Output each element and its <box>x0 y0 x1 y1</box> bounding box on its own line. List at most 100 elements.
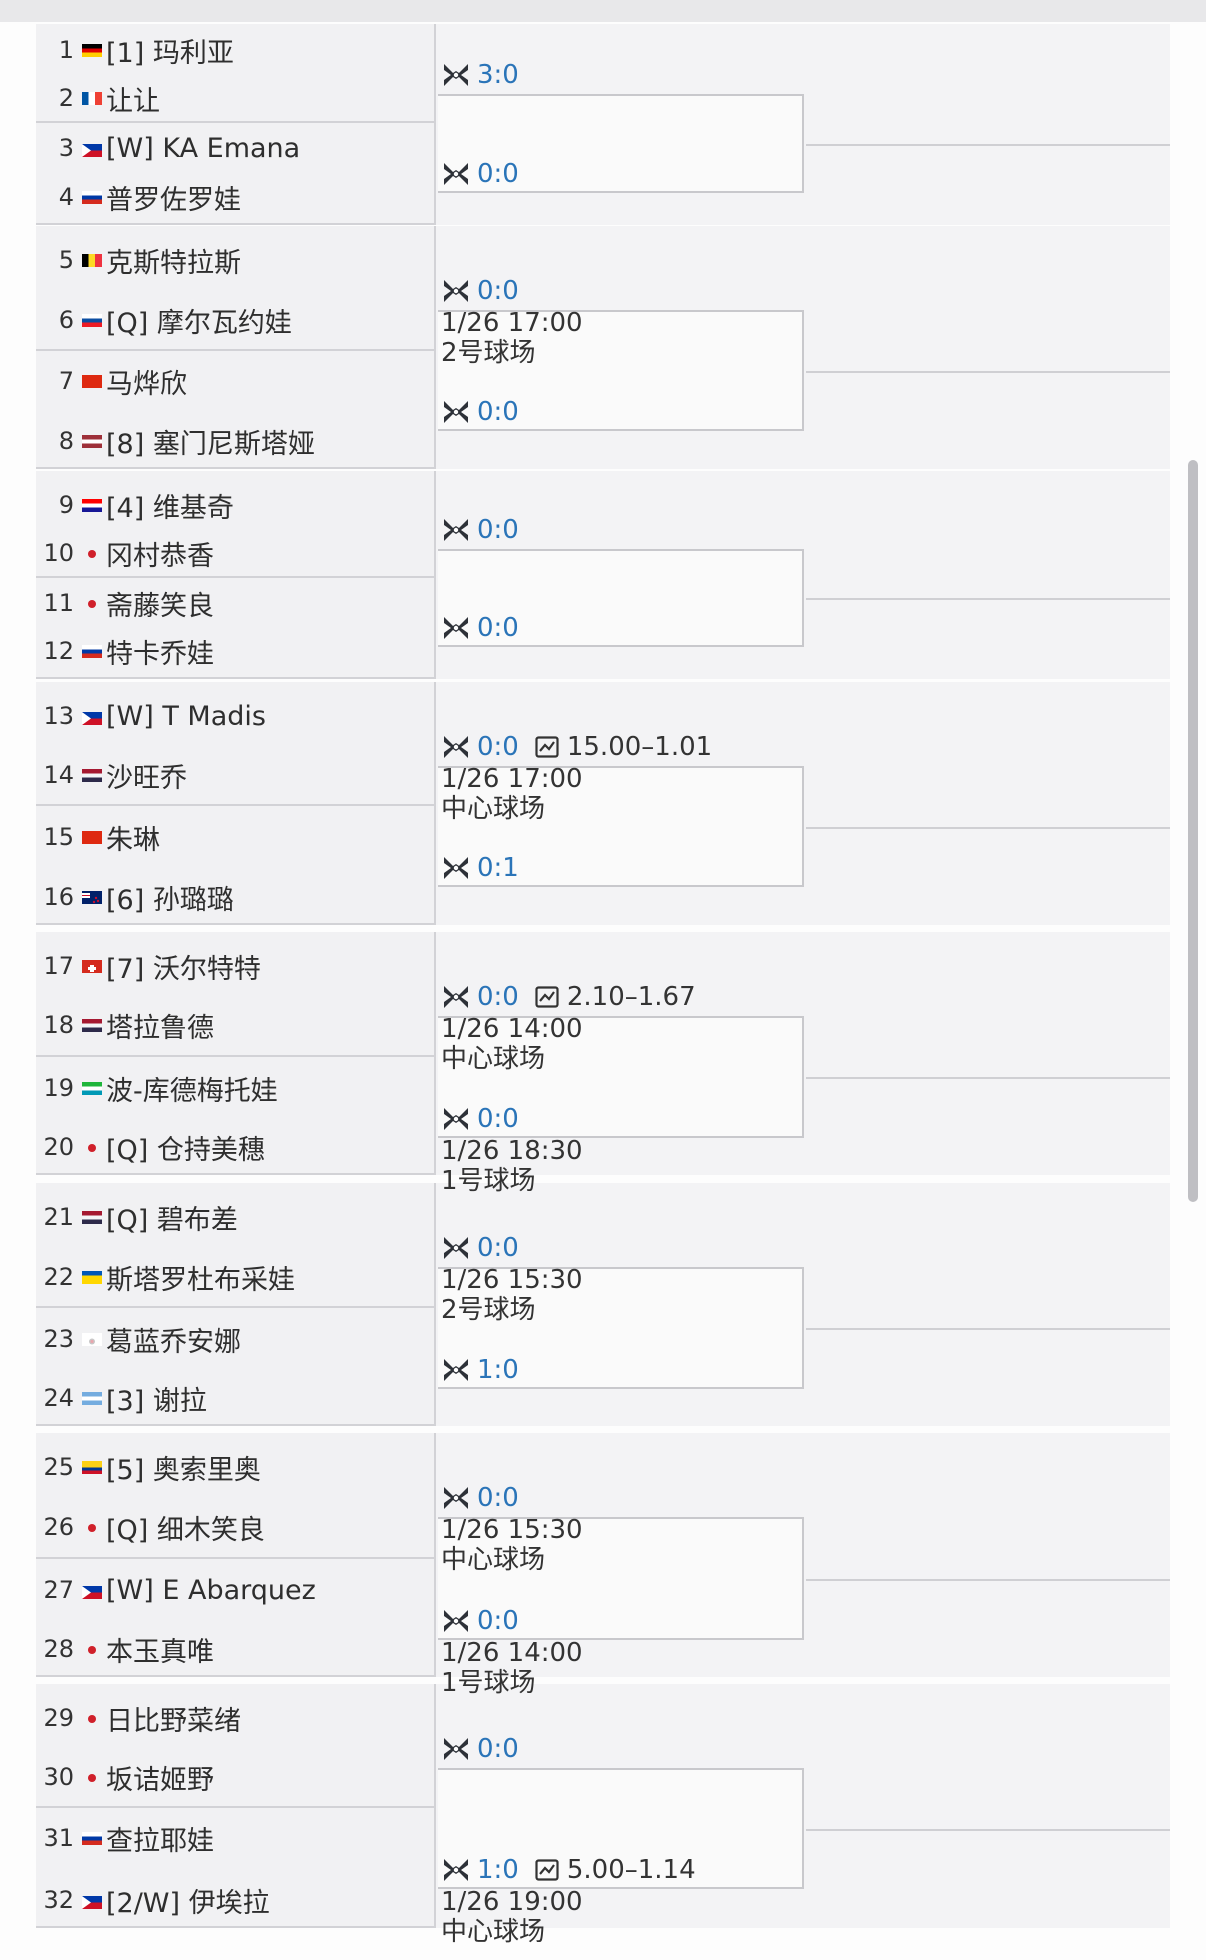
player-name[interactable]: 查拉耶娃 <box>106 1825 214 1857</box>
player-name[interactable]: [3] 谢拉 <box>106 1385 207 1417</box>
trend-chart-icon[interactable] <box>535 736 559 758</box>
player-name[interactable]: [Q] 摩尔瓦约娃 <box>106 307 292 339</box>
player-name[interactable]: [7] 沃尔特特 <box>106 953 261 985</box>
player-row[interactable]: 24[3] 谢拉 <box>36 1378 436 1418</box>
match-info[interactable]: 0:0 <box>441 395 861 429</box>
trend-chart-icon[interactable] <box>535 1859 559 1881</box>
player-name[interactable]: 马烨欣 <box>106 368 187 400</box>
match-info[interactable]: 0:0 <box>441 611 861 645</box>
player-row[interactable]: 17[7] 沃尔特特 <box>36 946 436 986</box>
scrollbar[interactable] <box>1188 460 1198 1202</box>
match-odds[interactable]: 2.10–1.67 <box>566 982 696 1012</box>
player-name[interactable]: [6] 孙璐璐 <box>106 884 234 916</box>
player-name[interactable]: 波-库德梅托娃 <box>106 1075 278 1107</box>
player-name[interactable]: [W] E Abarquez <box>106 1574 316 1606</box>
player-name[interactable]: [Q] 细木笑良 <box>106 1514 265 1546</box>
player-name[interactable]: [W] T Madis <box>106 700 266 732</box>
match-score[interactable]: 0:0 <box>477 732 519 762</box>
player-row[interactable]: 26[Q] 细木笑良 <box>36 1507 436 1547</box>
player-name[interactable]: 冈村恭香 <box>106 540 214 572</box>
player-name[interactable]: 沙旺乔 <box>106 762 187 794</box>
player-name[interactable]: 斋藤笑良 <box>106 590 214 622</box>
match-score[interactable]: 0:0 <box>477 1606 519 1636</box>
player-name[interactable]: 日比野菜绪 <box>106 1705 241 1737</box>
match-info[interactable]: 0:0 <box>441 157 861 191</box>
player-name[interactable]: [W] KA Emana <box>106 132 301 164</box>
player-name[interactable]: [1] 玛利亚 <box>106 37 234 69</box>
match-info[interactable]: 3:0 <box>441 58 861 92</box>
player-row[interactable]: 1[1] 玛利亚 <box>36 30 436 70</box>
player-name[interactable]: 本玉真唯 <box>106 1636 214 1668</box>
player-name[interactable]: 让让 <box>106 85 160 117</box>
player-name[interactable]: [2/W] 伊埃拉 <box>106 1887 270 1919</box>
player-name[interactable]: [4] 维基奇 <box>106 492 234 524</box>
player-name[interactable]: 坂诘姬野 <box>106 1764 214 1796</box>
match-odds[interactable]: 15.00–1.01 <box>566 732 713 762</box>
player-name[interactable]: [8] 塞门尼斯塔娅 <box>106 428 315 460</box>
player-row[interactable]: 16[6] 孙璐璐 <box>36 877 436 917</box>
match-info[interactable]: 1:0 <box>441 1353 861 1387</box>
player-row[interactable]: 13[W] T Madis <box>36 696 436 736</box>
match-score[interactable]: 0:0 <box>477 515 519 545</box>
match-score[interactable]: 0:0 <box>477 982 519 1012</box>
player-row[interactable]: 3[W] KA Emana <box>36 128 436 168</box>
player-name[interactable]: 斯塔罗杜布采娃 <box>106 1264 295 1296</box>
match-info[interactable]: 0:0 <box>441 1732 861 1766</box>
player-name[interactable]: 克斯特拉斯 <box>106 247 241 279</box>
player-row[interactable]: 21[Q] 碧布差 <box>36 1197 436 1237</box>
player-name[interactable]: 普罗佐罗娃 <box>106 184 241 216</box>
trend-chart-icon[interactable] <box>535 986 559 1008</box>
match-score[interactable]: 0:1 <box>477 853 519 883</box>
match-info[interactable]: 0:0 <box>441 513 861 547</box>
match-score[interactable]: 0:0 <box>477 1483 519 1513</box>
match-score[interactable]: 0:0 <box>477 613 519 643</box>
player-name[interactable]: 葛蓝乔安娜 <box>106 1326 241 1358</box>
match-score[interactable]: 0:0 <box>477 276 519 306</box>
player-name[interactable]: 特卡乔娃 <box>106 638 214 670</box>
player-row[interactable]: 6[Q] 摩尔瓦约娃 <box>36 300 436 340</box>
match-score[interactable]: 1:0 <box>477 1355 519 1385</box>
player-name[interactable]: [Q] 仓持美穗 <box>106 1134 265 1166</box>
player-row[interactable]: 20[Q] 仓持美穗 <box>36 1127 436 1167</box>
match-score[interactable]: 3:0 <box>477 60 519 90</box>
player-row[interactable]: 32[2/W] 伊埃拉 <box>36 1880 436 1920</box>
match-info[interactable]: 0:1 <box>441 851 861 885</box>
match-odds[interactable]: 5.00–1.14 <box>566 1855 696 1885</box>
player-row[interactable]: 8[8] 塞门尼斯塔娅 <box>36 421 436 461</box>
player-name[interactable]: 朱琳 <box>106 824 160 856</box>
player-name[interactable]: [Q] 碧布差 <box>106 1204 238 1236</box>
player-name[interactable]: 塔拉鲁德 <box>106 1012 214 1044</box>
match-score[interactable]: 0:0 <box>477 1104 519 1134</box>
player-row[interactable]: 9[4] 维基奇 <box>36 485 436 525</box>
match-score[interactable]: 1:0 <box>477 1855 519 1885</box>
player-row[interactable]: 25[5] 奥索里奥 <box>36 1447 436 1487</box>
match-score[interactable]: 0:0 <box>477 397 519 427</box>
player-row[interactable]: 27[W] E Abarquez <box>36 1570 436 1610</box>
match-score[interactable]: 0:0 <box>477 1233 519 1263</box>
match-score[interactable]: 0:0 <box>477 1734 519 1764</box>
